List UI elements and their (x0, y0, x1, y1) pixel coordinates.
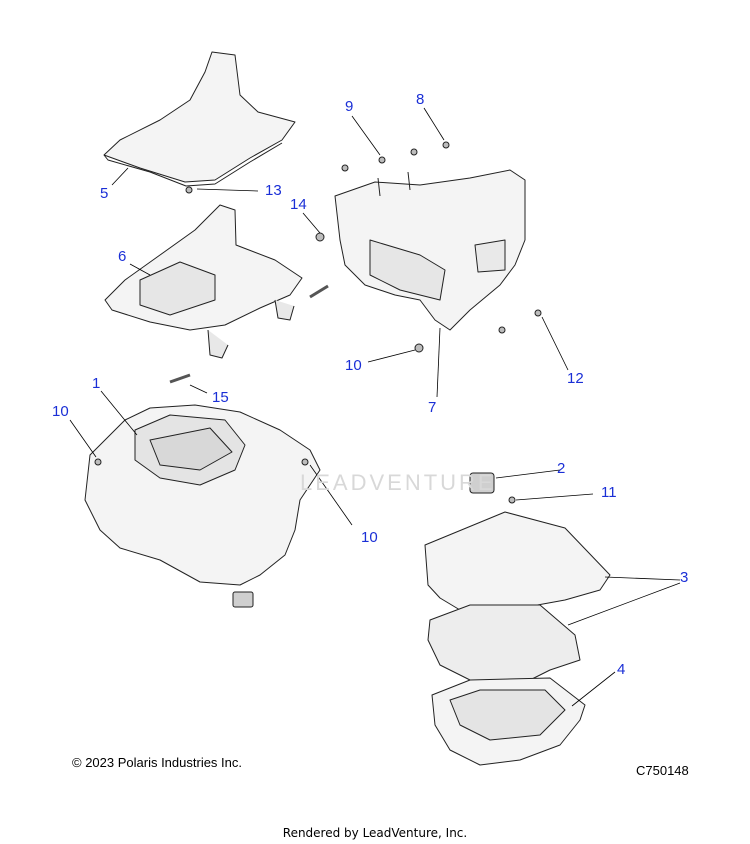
part-number: C750148 (636, 763, 689, 778)
callout-2[interactable]: 2 (557, 460, 566, 477)
callout-12[interactable]: 12 (567, 370, 584, 387)
fasteners (94, 141, 542, 504)
copyright-text: © 2023 Polaris Industries Inc. (72, 755, 242, 770)
callout-10-b[interactable]: 10 (52, 403, 69, 420)
callout-11[interactable]: 11 (601, 484, 617, 501)
callout-8[interactable]: 8 (416, 91, 425, 108)
callout-3[interactable]: 3 (680, 569, 689, 586)
seat-base-part (104, 204, 303, 359)
lid-part (424, 511, 611, 691)
callout-5[interactable]: 5 (100, 185, 109, 202)
callout-15[interactable]: 15 (212, 389, 229, 406)
callout-7[interactable]: 7 (428, 399, 437, 416)
callout-13[interactable]: 13 (265, 182, 282, 199)
callout-14[interactable]: 14 (290, 196, 307, 213)
callout-4[interactable]: 4 (617, 661, 626, 678)
callout-10-a[interactable]: 10 (345, 357, 362, 374)
callout-9[interactable]: 9 (345, 98, 354, 115)
tray-part (431, 677, 586, 766)
seat-pad-part (103, 51, 296, 187)
callout-1[interactable]: 1 (92, 375, 101, 392)
pin-part (169, 373, 191, 384)
pin-part-2 (309, 284, 329, 299)
latch-2-part (469, 472, 495, 494)
latch-part (232, 591, 254, 608)
leader-lines (69, 107, 681, 707)
callout-10-c[interactable]: 10 (361, 529, 378, 546)
storage-tub-part (84, 404, 321, 586)
rendered-by-text: Rendered by LeadVenture, Inc. (282, 826, 468, 840)
callout-6[interactable]: 6 (118, 248, 127, 265)
rear-bracket-part (334, 169, 526, 331)
watermark: LEADVENTURE (300, 470, 496, 495)
